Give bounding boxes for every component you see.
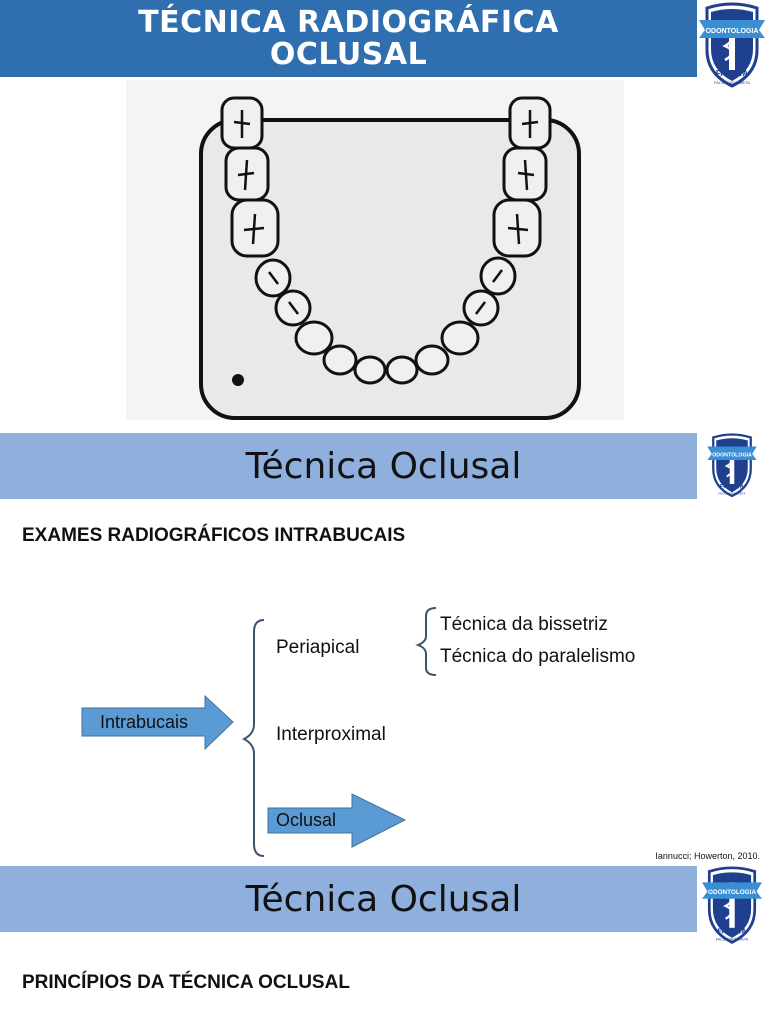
logo-ribbon-text: ODONTOLOGIA: [708, 889, 756, 896]
logo-name: FAMETA: [716, 69, 749, 78]
logo-subtitle: FACULDADE META: [719, 492, 746, 496]
sub-bissetriz: Técnica da bissetriz: [440, 614, 608, 635]
main-brace: [241, 619, 265, 857]
section-heading-principios: PRINCÍPIOS DA TÉCNICA OCLUSAL: [22, 972, 350, 993]
title-banner: TÉCNICA RADIOGRÁFICA OCLUSAL: [0, 0, 697, 77]
diagram-connectors: [81, 607, 437, 857]
fameta-logo-icon: ODONTOLOGIA FAMETA FACULDADE META: [699, 433, 765, 499]
intrabucais-label: Intrabucais: [100, 712, 189, 732]
intrabucais-diagram: Intrabucais Periapical Interproximal Ocl…: [0, 600, 768, 865]
logo-ribbon-text: ODONTOLOGIA: [712, 452, 752, 458]
branch-periapical: Periapical: [276, 637, 360, 658]
fameta-logo-icon: ODONTOLOGIA FAMETA FACULDADE META: [699, 866, 765, 946]
branch-oclusal: Oclusal: [276, 810, 337, 830]
section-heading-exames: EXAMES RADIOGRÁFICOS INTRABUCAIS: [22, 525, 406, 546]
sub-paralelismo: Técnica do paralelismo: [440, 646, 636, 667]
title-line-2: OCLUSAL: [269, 36, 428, 72]
branch-interproximal: Interproximal: [276, 724, 386, 745]
logo-subtitle: FACULDADE META: [714, 80, 750, 85]
logo-name: FAMETA: [717, 926, 747, 935]
slide-2-banner: Técnica Oclusal: [0, 433, 697, 499]
periapical-brace: [415, 607, 437, 676]
slide-3-banner-title: Técnica Oclusal: [245, 878, 522, 920]
citation: Iannucci; Howerton, 2010.: [655, 851, 760, 861]
dental-arch-illustration: [126, 80, 624, 420]
oclusal-arrow: [267, 793, 407, 848]
logo-name: FAMETA: [720, 485, 745, 491]
logo-ribbon-text: ODONTOLOGIA: [706, 28, 759, 35]
intrabucais-arrow: [81, 694, 234, 751]
title-line-1: TÉCNICA RADIOGRÁFICA: [138, 4, 559, 40]
slide-2-banner-title: Técnica Oclusal: [245, 445, 522, 487]
logo-subtitle: FACULDADE META: [716, 938, 749, 942]
slide-3-banner: Técnica Oclusal: [0, 866, 697, 932]
fameta-logo-icon: ODONTOLOGIA FAMETA FACULDADE META: [699, 2, 765, 90]
